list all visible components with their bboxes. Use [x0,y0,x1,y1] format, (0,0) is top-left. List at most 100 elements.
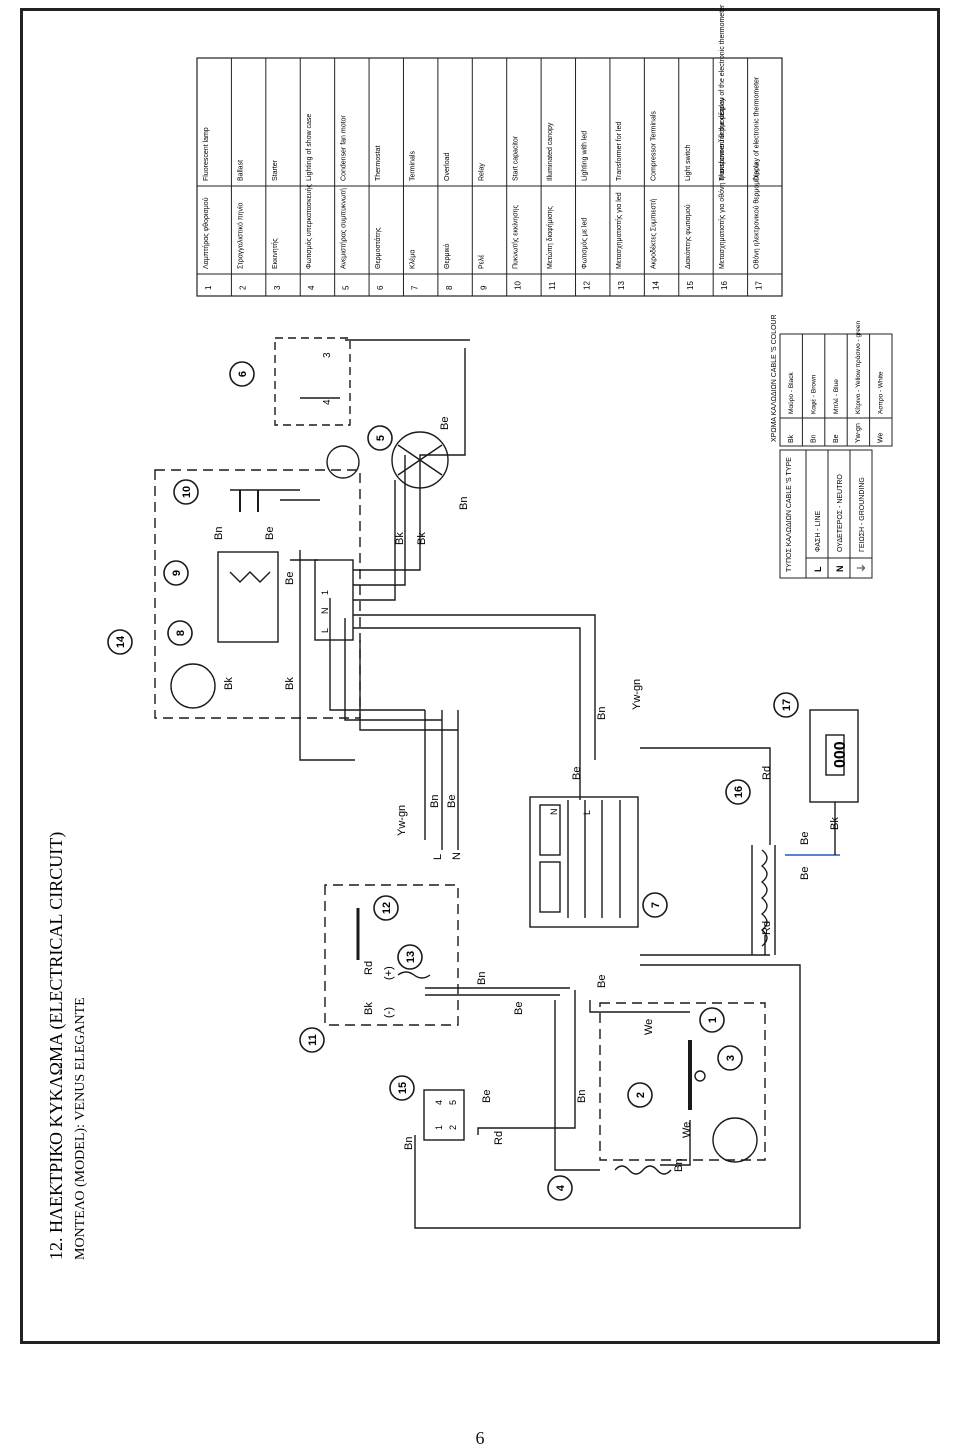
legend-greek: Διακόπτης φωτισμού [684,204,692,269]
legend-number: 12 [583,281,592,290]
label-bk-canopy: Bk [363,1002,375,1015]
display-readout: 000 [832,741,849,768]
cable-type-label-l: ΦΑΣΗ - LINE [815,510,822,552]
wire-fan-bk [353,480,396,601]
callout-5: 5 [367,425,393,451]
svg-text:13: 13 [405,951,417,963]
label-sw2: 2 [448,1125,458,1130]
legend-greek: Θερμοστάτης [374,227,382,269]
legend-english: Lighting with led [582,131,589,181]
callout-8: 8 [167,620,193,646]
label-bn-canopy: Bn [476,972,488,985]
label-bn-switch: Bn [403,1137,415,1150]
label-bn-mains: Bn [429,795,441,808]
cable-type-label-ground: ΓΕΙΩΣΗ - GROUNDING [859,477,866,552]
label-term-l: L [320,628,330,633]
legend-greek: Πυκνωτής εκκίνησης [512,204,520,269]
legend-english: Starter [272,159,279,181]
label-thermostat-3: 3 [322,352,333,358]
wire-label-layer: Yw-gn Bn Be L N Bk Bk Bn Be Be Bk Bk Bn … [213,352,849,1172]
label-n-terminal: N [549,809,559,816]
diagram-title: 12. ΗΛΕΚΤΡΙΚΟ ΚΥΚΛΩΜΑ (ELECTRICAL CIRCUI… [46,832,67,1260]
legend-english: Lighting of show case [306,114,313,181]
wire-compressor-1 [299,550,355,761]
legend-english: Condenser fan motor [341,115,348,181]
label-term-1: 1 [320,590,330,595]
legend-greek: Οθόνη ηλεκτρονικού θερμομέτρου [753,163,761,269]
terminals-box [529,796,639,928]
legend-greek: Εκκινητής [272,238,279,269]
label-be-fan: Be [439,417,451,430]
svg-text:16: 16 [733,786,745,798]
label-be-switch: Be [481,1090,493,1103]
legend-number: 15 [686,281,695,290]
legend-english: Terminals [409,151,416,181]
legend-number: 6 [376,285,385,290]
diagram-subtitle: ΜΟΝΤΕΛΟ (MODEL): VENUS ELEGANTE [73,997,88,1260]
svg-text:1: 1 [707,1017,719,1023]
relay-coil [217,551,279,643]
display-17 [809,709,859,803]
label-thermostat-4: 4 [322,399,333,405]
legend-number: 17 [755,281,764,290]
callout-3: 3 [717,1045,743,1071]
label-be-mains: Be [446,795,458,808]
legend-english: Start capacitor [513,135,520,181]
colour-code: We [878,433,885,443]
legend-greek: Ακροδέκτες Συμπιεστή [649,198,657,269]
fan-ground [326,445,360,479]
svg-text:15: 15 [397,1082,409,1094]
wiring [154,337,859,1229]
svg-text:5: 5 [375,435,387,441]
svg-text:9: 9 [171,570,183,576]
cable-type-code-n: N [835,566,845,573]
label-bk-fan2: Bk [416,532,428,545]
legend-greek: Ρελέ [477,255,485,269]
callout-16: 16 [725,779,751,805]
label-ywgn-mains: Yw-gn [396,805,408,836]
wire-line-terminal [344,618,442,721]
callout-6: 6 [229,361,255,387]
capacitor-plates [239,490,259,512]
label-neutral: N [451,852,463,860]
cable-colour-header: ΧΡΩΜΑ ΚΑΛΩΔΙΩΝ CABLE 'S COLOUR [771,314,778,442]
label-bn-down: Bn [596,707,608,720]
svg-text:3: 3 [725,1055,737,1061]
label-line: L [432,854,444,860]
legend-english: Relay [478,163,485,181]
legend-number: 8 [445,285,454,290]
legend-english: Overload [444,152,451,181]
label-bk-17: Bk [829,817,841,830]
callout-1: 1 [699,1007,725,1033]
colour-label: Μαύρο - Black [787,372,795,414]
label-bn-relay: Bn [213,527,225,540]
callout-11: 11 [299,1027,325,1053]
legend-number: 11 [548,281,557,290]
legend-number: 16 [720,281,729,290]
light-switch [423,1089,465,1141]
legend-number: 7 [410,285,419,290]
label-be-terminal: Be [284,572,296,585]
callout-14: 14 [107,629,133,655]
label-be-showcase: Be [596,975,608,988]
wire-ground-terminal [329,598,425,711]
relay-zigzag [229,571,271,583]
label-bk-fan1: Bk [394,532,406,545]
legend-number: 4 [307,285,316,290]
legend-greek: Στραγγαλιστικό πηνίο [236,202,244,269]
callout-10: 10 [173,479,199,505]
label-sw1: 1 [434,1125,444,1130]
colour-code: Bk [788,434,795,443]
legend-greek: Ανεμιστήρας συμπυκνωτή [341,188,348,269]
svg-text:10: 10 [181,486,193,498]
cable-colour-table: ΧΡΩΜΑ ΚΑΛΩΔΙΩΝ CABLE 'S COLOUR Bk Μαύρο - … [771,314,893,447]
legend-english: Thermostat [375,146,382,181]
legend-greek: Λαμπτήρας φθορισμού [202,197,210,269]
legend-greek: Μετασχηματιστής για led [616,192,623,269]
svg-text:17: 17 [781,699,793,711]
label-l-terminal: L [582,810,592,815]
svg-text:7: 7 [650,902,662,908]
page-frame [20,8,940,1344]
